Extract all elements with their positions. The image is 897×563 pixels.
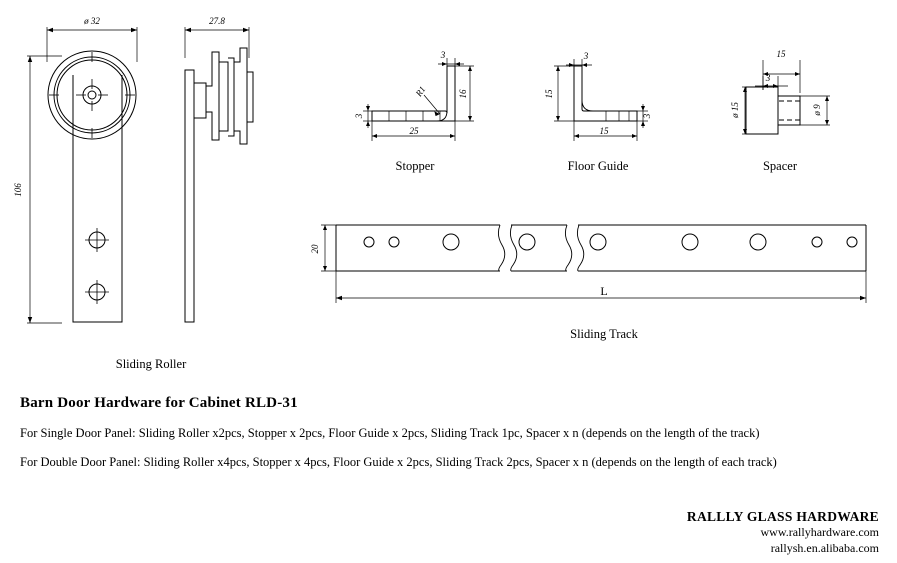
- dim-spacer-flange-diameter: [742, 86, 750, 135]
- dim-label-floor-guide-length: 15: [600, 126, 610, 136]
- dim-track-length: [335, 271, 867, 303]
- dim-track-height: [321, 224, 340, 272]
- specification-text-block: Barn Door Hardware for Cabinet RLD-31 Fo…: [20, 395, 880, 484]
- roller-mounting-hole-lower: [85, 280, 109, 304]
- part-label-spacer: Spacer: [763, 159, 798, 173]
- dim-label-spacer-flange-diameter: ø 15: [730, 102, 740, 119]
- roller-wheel-groove: [53, 56, 131, 134]
- track-segment-2: [511, 224, 567, 272]
- dim-label-stopper-base-thickness: 3: [354, 113, 364, 119]
- track-break-2b: [576, 224, 585, 272]
- floor-guide-drawing: [554, 59, 648, 141]
- footer-website: www.rallyhardware.com: [760, 525, 879, 540]
- part-label-floor-guide: Floor Guide: [568, 159, 629, 173]
- track-hole-small-4: [846, 236, 858, 248]
- spacer-shaft: [778, 95, 801, 126]
- dim-roller-depth: [184, 27, 250, 58]
- dim-floor-guide-length: [573, 121, 638, 141]
- track-hole-large-3: [589, 233, 607, 251]
- dim-label-spacer-length: 15: [777, 49, 787, 59]
- dim-label-floor-guide-top-thickness: 3: [583, 51, 589, 61]
- track-hole-large-4: [681, 233, 699, 251]
- dim-label-spacer-shaft-diameter: ø 9: [812, 104, 822, 117]
- sliding-roller-front-view: [27, 27, 138, 324]
- stopper-radius-leader: [423, 94, 441, 115]
- dim-label-roller-height: 106: [13, 183, 23, 197]
- track-hole-large-5: [749, 233, 767, 251]
- track-segment-1: [335, 224, 500, 272]
- track-break-1a: [497, 224, 506, 272]
- track-segment-3: [578, 224, 867, 272]
- track-hole-small-3: [811, 236, 823, 248]
- stopper-hatch: [388, 111, 441, 121]
- dim-stopper-vertical: [455, 65, 474, 122]
- stopper-fillet-arc: [436, 110, 448, 122]
- dim-label-roller-diameter: ø 32: [83, 16, 100, 26]
- roller-bracket-block: [194, 82, 207, 119]
- dim-label-roller-depth: 27.8: [209, 16, 225, 26]
- dim-label-floor-guide-vertical: 15: [544, 89, 554, 99]
- roller-center-rib: [228, 57, 235, 137]
- dim-floor-guide-top-thickness: [566, 59, 592, 70]
- dim-spacer-flange-thickness: [755, 76, 788, 93]
- roller-flange-right: [234, 47, 248, 145]
- track-hole-large-2: [518, 233, 536, 251]
- floor-guide-profile: [573, 65, 638, 122]
- footer-block: RALLLY GLASS HARDWARE www.rallyhardware.…: [687, 508, 879, 556]
- dim-label-stopper-length: 25: [410, 126, 420, 136]
- roller-plate-body: [72, 75, 123, 323]
- floor-guide-hatch: [605, 111, 630, 121]
- dim-stopper-top-thickness: [438, 58, 464, 70]
- part-label-sliding-roller: Sliding Roller: [116, 357, 187, 371]
- part-label-stopper: Stopper: [396, 159, 436, 173]
- dim-label-stopper-vertical: 16: [458, 89, 468, 99]
- dim-roller-height: [27, 55, 62, 324]
- spec-double-door-panel: For Double Door Panel: Sliding Roller x4…: [20, 455, 777, 469]
- roller-groove-body: [219, 61, 229, 132]
- track-break-2a: [564, 224, 573, 272]
- dim-spacer-shaft-diameter: [800, 95, 830, 126]
- footer-company-name: RALLLY GLASS HARDWARE: [686, 509, 879, 524]
- dim-label-stopper-top-thickness: 3: [440, 50, 446, 60]
- dim-label-track-height: 20: [310, 244, 320, 254]
- track-hole-small-1: [363, 236, 375, 248]
- footer-marketplace: rallysh.en.alibaba.com: [770, 540, 879, 555]
- dim-label-floor-guide-base-thickness: 3: [642, 113, 652, 119]
- dim-floor-guide-base-thickness: [633, 104, 648, 128]
- part-label-sliding-track: Sliding Track: [570, 327, 638, 341]
- page-title: Barn Door Hardware for Cabinet RLD-31: [20, 395, 298, 411]
- track-hole-large-1: [442, 233, 460, 251]
- roller-outer-cap: [247, 71, 254, 123]
- track-break-1b: [509, 224, 518, 272]
- spacer-hidden-bore: [779, 100, 800, 121]
- roller-wheel-outer: [47, 50, 137, 140]
- sliding-track-drawing: [321, 224, 867, 303]
- spacer-drawing: [742, 60, 830, 135]
- roller-plate-edge: [184, 69, 195, 323]
- dim-label-spacer-flange-thickness: 3: [765, 73, 771, 83]
- roller-mounting-hole-upper: [85, 228, 109, 252]
- roller-centerlines: [49, 52, 135, 138]
- dim-label-track-length: L: [600, 284, 607, 298]
- track-hole-small-2: [388, 236, 400, 248]
- spacer-flange: [745, 86, 779, 135]
- stopper-drawing: [363, 58, 474, 141]
- dim-stopper-length: [371, 121, 456, 141]
- dim-floor-guide-vertical: [554, 65, 574, 122]
- floor-guide-fillet-arc: [581, 99, 594, 112]
- dim-stopper-base-thickness: [363, 104, 377, 128]
- roller-wheel-inner: [56, 59, 128, 131]
- roller-flange-left: [205, 51, 220, 141]
- spec-single-door-panel: For Single Door Panel: Sliding Roller x2…: [20, 426, 760, 440]
- roller-hub-bore: [87, 90, 97, 100]
- sliding-roller-side-view: [184, 27, 254, 323]
